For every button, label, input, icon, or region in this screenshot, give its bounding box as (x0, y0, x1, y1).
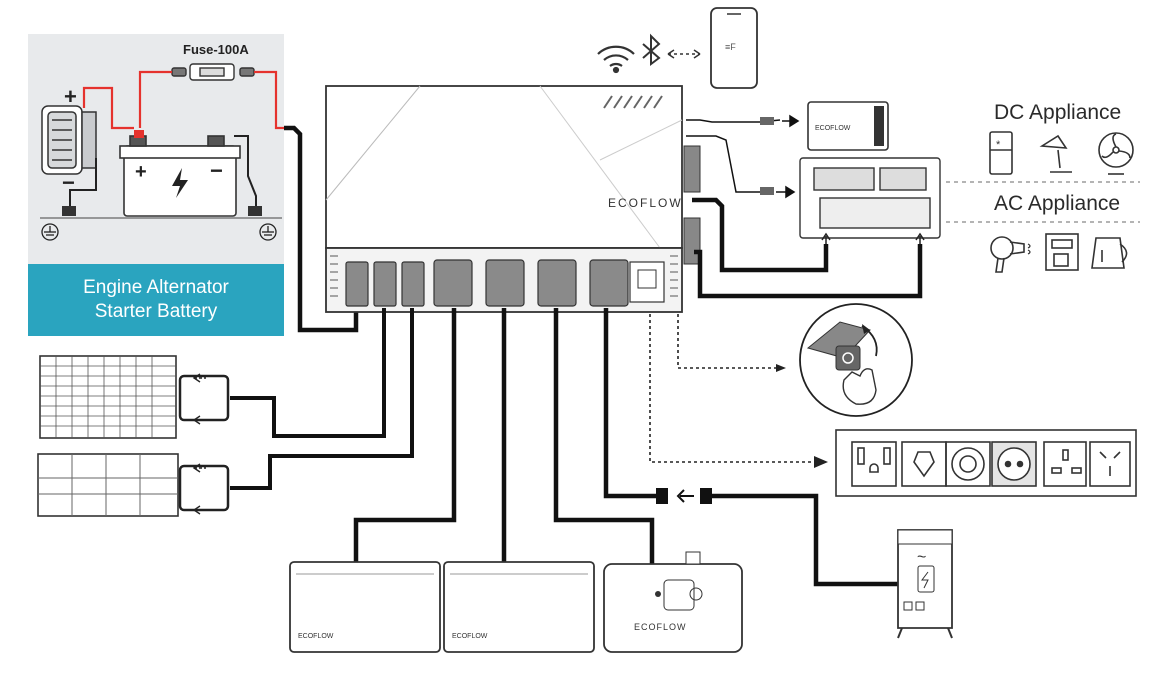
hub-brand-logo: ECOFLOW (608, 196, 683, 210)
cable-generator (553, 308, 655, 564)
battery-plus: + (135, 161, 147, 183)
engine-label-line2: Starter Battery (94, 301, 218, 322)
alt-ground-clamp (62, 206, 76, 216)
fuse-label: Fuse-100A (183, 42, 249, 57)
bluetooth-icon (642, 33, 661, 66)
cable-solar-1 (230, 308, 386, 438)
arrow-dc-up (821, 232, 831, 244)
battery-pack-icon: ECOFLOW (289, 561, 441, 653)
solar-panel-rigid (39, 355, 177, 439)
cable-dc-out (692, 197, 829, 273)
outlet-schuko-icon (991, 441, 1037, 487)
solar-panel-flexible (37, 453, 179, 517)
fan-icon (1098, 132, 1134, 175)
bat-ground-clamp (248, 206, 262, 216)
wire-fuse-in (138, 70, 172, 128)
power-button-detail (799, 303, 913, 417)
kettle-icon (1091, 237, 1128, 269)
dc-appliance-label: DC Appliance (994, 101, 1122, 124)
arrow-to-distribution (776, 185, 796, 199)
cable-ac-out (694, 244, 923, 299)
display-panel-icon: ECOFLOW (807, 101, 889, 151)
hub-side-port-upper (683, 145, 701, 193)
svg-text:*: * (996, 139, 1001, 151)
wire-fuse-out (254, 70, 290, 130)
wire-alt-neg (69, 158, 97, 212)
generator-icon: ECOFLOW (603, 551, 743, 653)
outlet-au-icon (1089, 441, 1131, 487)
cable-solar-2 (230, 308, 414, 490)
battery-minus: − (210, 158, 223, 183)
svg-text:~: ~ (917, 549, 926, 566)
hub-side-port-lower (683, 217, 701, 265)
svg-text:ECOFLOW: ECOFLOW (452, 633, 488, 640)
distribution-connector (760, 187, 774, 195)
wire-alt-pos (82, 86, 134, 130)
wireless-arrows (667, 49, 701, 59)
cable-shore-in (603, 308, 656, 499)
cable-distribution-data (686, 135, 760, 193)
cable-battery-1 (353, 308, 457, 564)
wire-bat-neg (234, 135, 257, 212)
hair-dryer-icon (990, 236, 1031, 273)
arrow-ac-up (915, 232, 925, 244)
dotted-link-outlets (649, 314, 818, 463)
engine-label-line1: Engine Alternator (83, 277, 229, 298)
alternator-icon (41, 105, 97, 175)
alternator-plus: + (64, 84, 77, 109)
svg-text:ECOFLOW: ECOFLOW (634, 622, 687, 632)
svg-text:≡F: ≡F (725, 42, 736, 52)
wifi-icon (597, 45, 635, 74)
ground-icon (41, 223, 59, 241)
arrow-to-power-button (776, 364, 786, 372)
solar-connectors (178, 373, 230, 515)
coffee-maker-icon (1045, 233, 1079, 271)
shore-plug-female (656, 488, 668, 504)
shore-power-pedestal-icon: ~ (897, 529, 953, 639)
fuse-icon (171, 63, 255, 81)
alternator-minus: − (62, 170, 75, 195)
cable-alternator (284, 125, 359, 333)
battery-pack-icon: ECOFLOW (443, 561, 595, 653)
bolt-icon (172, 168, 188, 198)
outlet-us-icon (851, 441, 897, 487)
desk-lamp-icon (1039, 134, 1072, 173)
dotted-link-power (677, 314, 778, 369)
svg-text:ECOFLOW: ECOFLOW (815, 125, 851, 132)
arrow-shore (676, 489, 694, 503)
arrow-to-display (782, 114, 800, 128)
smartphone-icon: ≡F (710, 7, 758, 89)
engine-label-box: Engine Alternator Starter Battery (28, 264, 284, 336)
display-connector (760, 117, 774, 125)
fridge-icon: * (989, 131, 1013, 175)
ground-icon (259, 223, 277, 241)
battery-positive-terminal (134, 130, 144, 138)
distribution-panel-icon (799, 157, 941, 239)
ac-appliance-label: AC Appliance (994, 192, 1121, 215)
svg-text:ECOFLOW: ECOFLOW (298, 633, 334, 640)
outlet-twistlock-icon (945, 441, 991, 487)
shore-plug-male (700, 488, 712, 504)
arrow-to-outlets (814, 456, 828, 468)
outlet-uk-icon (1043, 441, 1087, 487)
hub-ac-outlet (629, 261, 665, 303)
hub-bottom-ports (345, 259, 629, 307)
cable-shore-out (712, 493, 900, 587)
